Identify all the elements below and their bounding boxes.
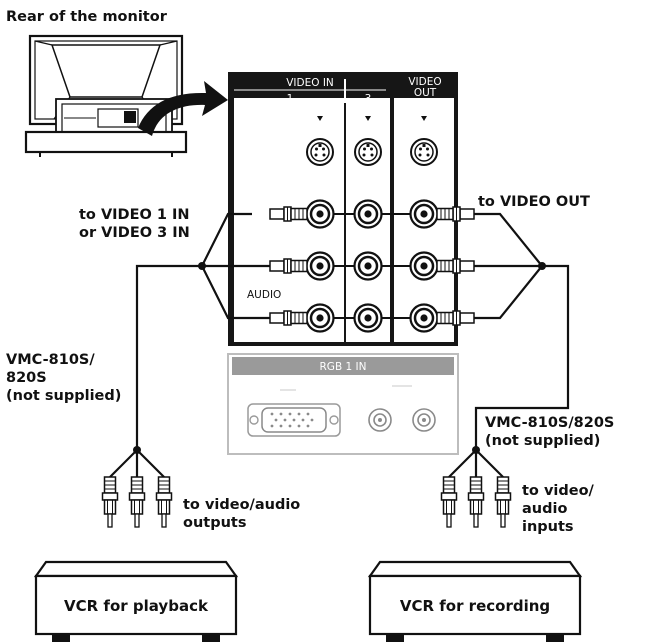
column-1-label: 1 (287, 93, 294, 105)
left-plug-label-1: to video/audio (183, 497, 300, 513)
s-video-jack-1[interactable] (306, 138, 334, 166)
left-cable (109, 212, 270, 478)
vcr-recording-label: VCR for recording (400, 597, 550, 615)
video-jack-3[interactable] (353, 199, 383, 229)
left-input-label-1: to VIDEO 1 IN (79, 207, 190, 223)
audio-left-jack-1[interactable] (305, 251, 335, 281)
right-plug-label-1: to video/ (522, 483, 595, 499)
arrow-icon (138, 81, 228, 136)
right-cable (448, 212, 570, 478)
vcr-playback-label: VCR for playback (64, 597, 209, 615)
audio-right-jack-out[interactable] (409, 303, 439, 333)
rgb-panel (227, 353, 459, 455)
rgb-label: RGB 1 IN (320, 361, 367, 373)
audio-right-jack-1[interactable] (305, 303, 335, 333)
s-video-jack-out[interactable] (410, 138, 438, 166)
s-video-jack-3[interactable] (354, 138, 382, 166)
right-cable-label-2: (not supplied) (485, 433, 600, 449)
video-out-label-2: OUT (414, 87, 437, 99)
left-cable-label-1: VMC-810S/ (6, 352, 95, 368)
right-output-label: to VIDEO OUT (478, 194, 590, 210)
video-jack-1[interactable] (305, 199, 335, 229)
rear-title: Rear of the monitor (6, 9, 168, 25)
monitor-illustration (24, 34, 188, 157)
column-3-label: 3 (365, 93, 372, 105)
audio-right-jack-3[interactable] (353, 303, 383, 333)
video-in-label: VIDEO IN (286, 77, 334, 89)
left-cable-label-3: (not supplied) (6, 388, 121, 404)
audio-left-jack-out[interactable] (409, 251, 439, 281)
audio-left-jack-3[interactable] (353, 251, 383, 281)
right-cable-label-1: VMC-810S/820S (485, 415, 614, 431)
vcr-playback (33, 560, 239, 642)
left-input-label-2: or VIDEO 3 IN (79, 225, 190, 241)
right-plug-label-2: audio (522, 501, 567, 517)
audio-label: AUDIO (247, 289, 281, 301)
video-jack-out[interactable] (409, 199, 439, 229)
vcr-recording (367, 560, 583, 642)
video-out-label-1: VIDEO (408, 76, 441, 88)
right-plug-label-3: inputs (522, 519, 574, 535)
left-plug-label-2: outputs (183, 515, 246, 531)
right-plugs (440, 476, 512, 528)
left-cable-label-2: 820S (6, 370, 47, 386)
left-plugs (101, 476, 173, 528)
